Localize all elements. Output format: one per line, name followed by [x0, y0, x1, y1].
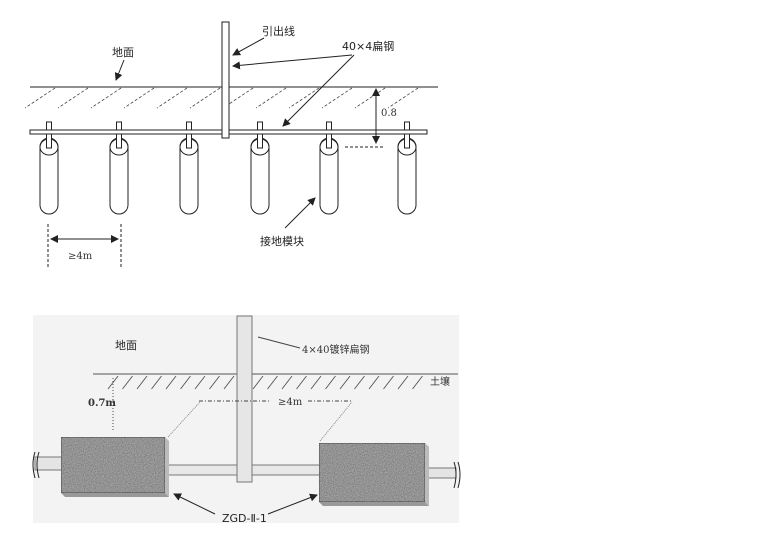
soil-hatching: [107, 375, 423, 390]
flat-steel-label: 40×4扁钢: [342, 40, 394, 53]
hatch-line: [412, 375, 423, 390]
flat-steel-label: 4×40镀锌扁钢: [302, 343, 369, 356]
hatch-line: [281, 375, 293, 390]
module-label: ZGD-Ⅱ-1: [222, 512, 267, 525]
hatch-line: [136, 375, 148, 390]
hatch-line: [223, 375, 235, 390]
spacing-label: ≥4m: [68, 251, 93, 262]
lead-wire: [221, 21, 230, 139]
flat-steel-lead: [236, 315, 253, 483]
hatch-line: [107, 375, 119, 390]
ground-label: 地面: [115, 339, 137, 352]
grounding-module-left: [60, 436, 169, 497]
module-arrow-right: [267, 493, 318, 515]
flat-steel-arrow-1: [232, 54, 353, 70]
hatch-line: [255, 87, 287, 109]
grounding-modules: [39, 121, 417, 215]
flat-steel-arrow-2: [282, 54, 355, 127]
ground-arrow: [114, 59, 125, 81]
top-diagram: 地面 引出线 40×4扁钢 0.8 接地模块 ≥4m: [24, 21, 438, 268]
grounding-module: [319, 121, 339, 215]
flat-steel-leader: [257, 336, 301, 349]
break-mark-left: [32, 451, 40, 479]
grounding-module: [397, 121, 417, 215]
hatch-line: [151, 375, 162, 390]
connector-post: [46, 121, 52, 149]
connector-post: [404, 121, 410, 149]
lead-wire-arrow: [232, 37, 265, 56]
grounding-module: [109, 121, 129, 215]
lead-wire-label: 引出线: [262, 24, 295, 38]
hatch-line: [267, 375, 278, 390]
hatch-line: [57, 87, 89, 109]
hatch-line: [156, 87, 188, 109]
hatch-line: [123, 87, 155, 109]
hatch-line: [252, 375, 264, 390]
module-arrow: [284, 197, 316, 229]
break-mark-right: [453, 461, 461, 489]
hatch-line: [288, 87, 320, 109]
pipe-left: [34, 456, 63, 471]
depth-label: 0.7m: [88, 398, 116, 409]
connector-post: [186, 121, 192, 149]
spacing-label: ≥4m: [278, 397, 303, 408]
soil-label: 土壤: [430, 375, 450, 388]
module-arrow-left: [173, 493, 216, 515]
hatch-line: [209, 375, 220, 390]
connector-post: [257, 121, 263, 149]
hatch-line: [354, 375, 365, 390]
connector-post: [326, 121, 332, 149]
hatch-line: [189, 87, 221, 109]
hatch-line: [180, 375, 191, 390]
guide-right: [319, 401, 353, 442]
hatch-line: [296, 375, 307, 390]
hatch-line: [194, 375, 206, 390]
hatch-line: [24, 87, 56, 109]
hatch-line: [387, 87, 419, 109]
bottom-diagram: 地面 4×40镀锌扁钢 土壤 0.7m ≥4m ZGD-Ⅱ-1: [32, 315, 461, 525]
hatch-line: [325, 375, 336, 390]
hatch-line: [321, 87, 353, 109]
hatch-line: [383, 375, 394, 390]
hatch-line: [397, 375, 409, 390]
ground-label: 地面: [112, 46, 134, 59]
hatch-line: [122, 375, 133, 390]
hatch-line: [368, 375, 380, 390]
hatch-line: [310, 375, 322, 390]
connector-post: [116, 121, 122, 149]
hatch-line: [354, 87, 386, 109]
grounding-module: [39, 121, 59, 215]
grounding-module: [179, 121, 199, 215]
grounding-module: [250, 121, 270, 215]
hatch-line: [90, 87, 122, 109]
module-label: 接地模块: [260, 235, 304, 248]
hatch-line: [339, 375, 351, 390]
grounding-module-right: [318, 442, 429, 506]
hatch-line: [165, 375, 177, 390]
depth-label: 0.8: [381, 108, 397, 119]
